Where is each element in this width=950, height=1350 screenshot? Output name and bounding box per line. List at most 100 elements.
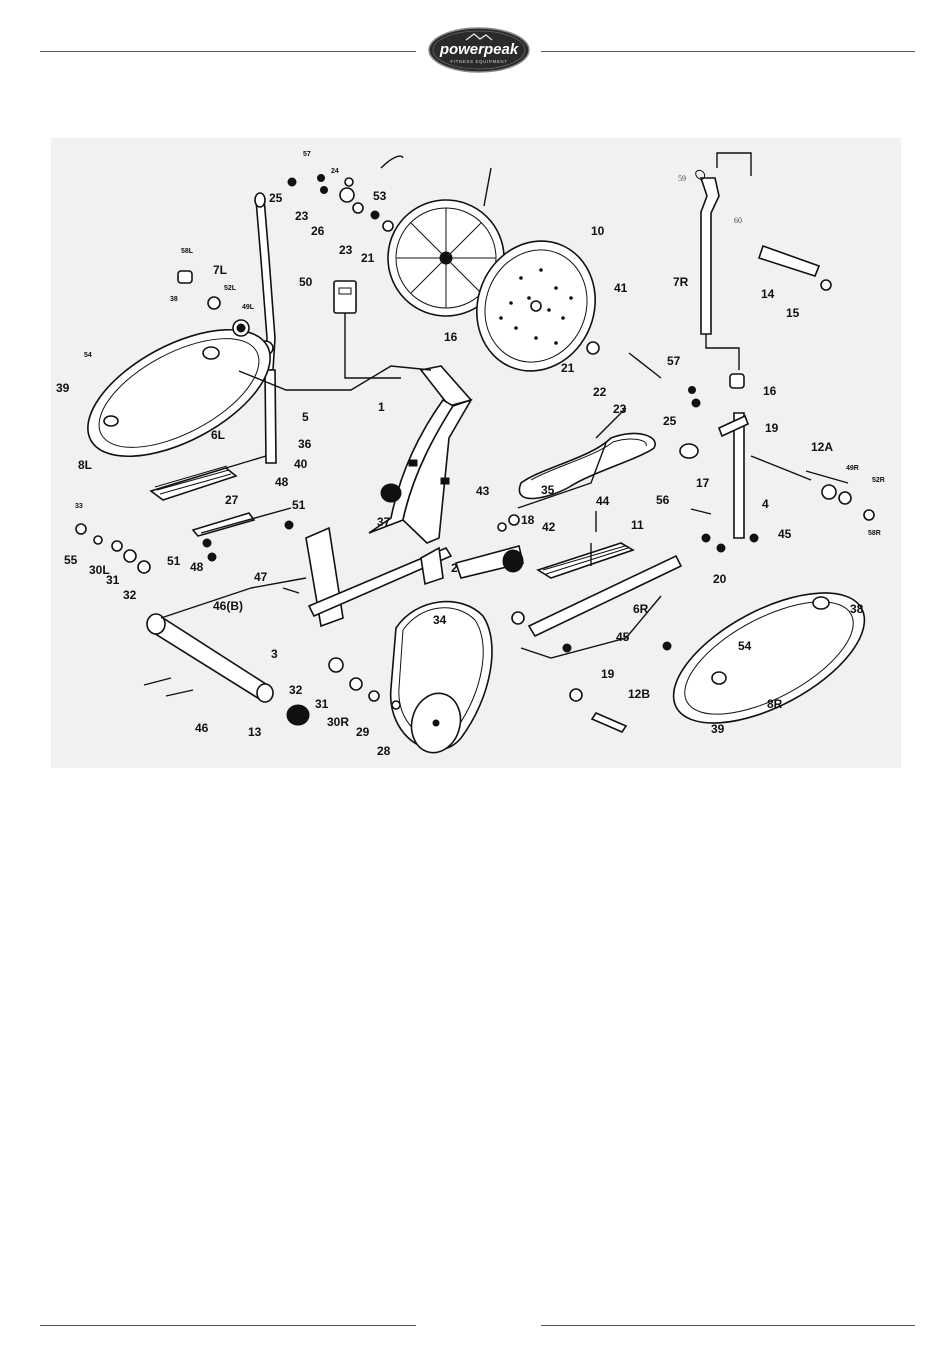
part-label: 44	[596, 494, 610, 508]
part-label: 7L	[213, 263, 227, 277]
part-label: 23	[295, 209, 309, 223]
part-label: 4	[762, 497, 769, 511]
part-label: 15	[786, 306, 800, 320]
part-label: 53	[373, 189, 387, 203]
part-label: 49L	[242, 304, 255, 311]
part-label: 20	[713, 572, 727, 586]
part-label: 31	[106, 573, 120, 587]
part-label: 14	[761, 287, 775, 301]
part-label: 30R	[327, 715, 349, 729]
part-label: 58R	[868, 530, 881, 537]
part-label: 31	[315, 697, 329, 711]
part-label: 45	[778, 527, 792, 541]
brand-name: powerpeak	[439, 41, 519, 58]
part-label: 42	[542, 520, 556, 534]
footer-rule-left	[40, 1325, 416, 1326]
part-label: 34	[433, 613, 447, 627]
part-label: 23	[339, 243, 353, 257]
part-label: 18	[521, 513, 535, 527]
part-label: 50	[299, 275, 313, 289]
bolt-12b	[592, 713, 626, 732]
header-rule-right	[541, 51, 915, 52]
part-label: 8R	[767, 697, 783, 711]
part-label: 59	[678, 174, 686, 183]
part-label: 56	[656, 493, 670, 507]
part-label: 28	[377, 744, 391, 758]
console-50	[334, 281, 356, 313]
part-label: 16	[763, 384, 777, 398]
part-label: 40	[294, 457, 308, 471]
part-label: 23	[613, 402, 627, 416]
part-label: 33	[75, 503, 83, 510]
part-label: 8L	[78, 458, 92, 472]
part-label: 58L	[181, 248, 194, 255]
part-label: 38	[850, 602, 864, 616]
part-label: 39	[56, 381, 70, 395]
chain-guard-35	[519, 433, 655, 498]
part-label: 32	[123, 588, 137, 602]
part-label: 1	[378, 400, 385, 414]
part-label: 46(B)	[213, 599, 243, 613]
part-label: 54	[84, 352, 92, 359]
part-label: 43	[476, 484, 490, 498]
part-label: 11	[631, 518, 644, 532]
part-label: 48	[190, 560, 204, 574]
part-label: 37	[377, 515, 391, 529]
part-label: 51	[167, 554, 181, 568]
part-label: 24	[331, 168, 339, 175]
part-label: 6R	[633, 602, 649, 616]
part-label: 16	[444, 330, 458, 344]
part-label: 55	[64, 553, 78, 567]
exploded-view-drawing: 57 24 25 23 26 53 23 21 7L 58L 52L 49L 3…	[51, 138, 901, 768]
part-label: 19	[765, 421, 779, 435]
header-rule-left	[40, 51, 416, 52]
part-label: 21	[561, 361, 575, 375]
main-frame-1	[421, 366, 471, 406]
right-arm-4	[734, 413, 744, 538]
part-label: 35	[541, 483, 555, 497]
part-label: 38	[170, 296, 178, 303]
part-label: 25	[663, 414, 677, 428]
part-label: 51	[292, 498, 306, 512]
part-label: 5	[302, 410, 309, 424]
part-label: 57	[303, 151, 311, 158]
right-handle-7r	[701, 178, 719, 334]
part-label: 21	[361, 251, 375, 265]
part-label: 60	[734, 216, 742, 225]
stabilizer-3	[149, 618, 269, 700]
footer-rule-right	[541, 1325, 915, 1326]
part-label: 6L	[211, 428, 225, 442]
part-label: 25	[269, 191, 283, 205]
part-label: 45	[616, 630, 630, 644]
part-label: 52L	[224, 285, 237, 292]
part-label: 7R	[673, 275, 689, 289]
part-label: 22	[593, 385, 607, 399]
part-label: 29	[356, 725, 370, 739]
part-label: 57	[667, 354, 681, 368]
part-label: 36	[298, 437, 312, 451]
part-label: 12B	[628, 687, 650, 701]
part-label: 47	[254, 570, 268, 584]
part-label: 32	[289, 683, 303, 697]
left-cover-8l	[68, 304, 290, 483]
part-label: 13	[248, 725, 262, 739]
brand-logo: powerpeak FITNESS EQUIPMENT	[428, 26, 530, 74]
part-label: 54	[738, 639, 752, 653]
part-label: 3	[271, 647, 278, 661]
part-label: 12A	[811, 440, 833, 454]
part-label: 26	[311, 224, 325, 238]
brand-tagline: FITNESS EQUIPMENT	[450, 59, 507, 64]
right-cover-8r	[654, 566, 884, 749]
part-label: 27	[225, 493, 239, 507]
part-label: 52R	[872, 477, 885, 484]
part-label: 19	[601, 667, 615, 681]
part-label: 39	[711, 722, 725, 736]
part-label: 48	[275, 475, 289, 489]
handle-grip-14	[759, 246, 819, 276]
exploded-parts-diagram: 57 24 25 23 26 53 23 21 7L 58L 52L 49L 3…	[51, 138, 901, 768]
part-label: 49R	[846, 465, 859, 472]
part-label: 2	[451, 561, 458, 575]
part-label: 10	[591, 224, 605, 238]
part-label: 17	[696, 476, 710, 490]
part-label: 46	[195, 721, 209, 735]
